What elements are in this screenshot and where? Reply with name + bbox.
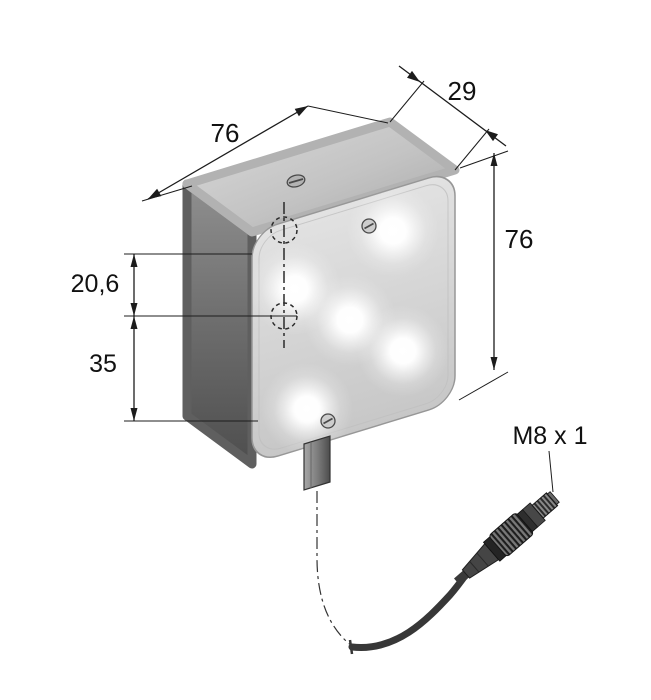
dim-left-lower: 35 — [89, 316, 258, 422]
dim-top-width: 76 — [141, 105, 389, 202]
dim-right-height-label: 76 — [505, 224, 534, 254]
dim-left-lower-label: 35 — [89, 350, 117, 378]
cable-assembly: M8 x 1 — [316, 422, 588, 655]
device-body — [182, 117, 460, 491]
m8-leader-line — [548, 450, 554, 493]
led-glow-top — [347, 185, 439, 277]
dim-top-width-label: 76 — [211, 118, 240, 148]
cable-cut-end — [348, 639, 354, 655]
dim-left-upper: 20,6 — [71, 253, 297, 317]
connector-tip-face — [546, 491, 560, 506]
led-glow-bottom — [261, 363, 353, 455]
top-face-screw — [286, 174, 306, 188]
hidden-hole-upper — [270, 216, 298, 244]
cable-gland-stub — [303, 435, 331, 491]
front-screw-bottom — [320, 413, 336, 429]
dim-right-height: 76 — [458, 150, 534, 401]
m8-label: M8 x 1 — [512, 422, 587, 450]
dim-left-upper-label: 20,6 — [71, 270, 120, 298]
m8-connector — [453, 491, 560, 586]
cable-centerline — [316, 491, 353, 647]
dim-depth: 29 — [389, 65, 507, 171]
front-screw-top — [361, 218, 377, 234]
led-array — [252, 185, 449, 455]
led-glow-right — [357, 305, 449, 397]
cable — [348, 569, 471, 652]
dim-depth-label: 29 — [448, 76, 477, 106]
